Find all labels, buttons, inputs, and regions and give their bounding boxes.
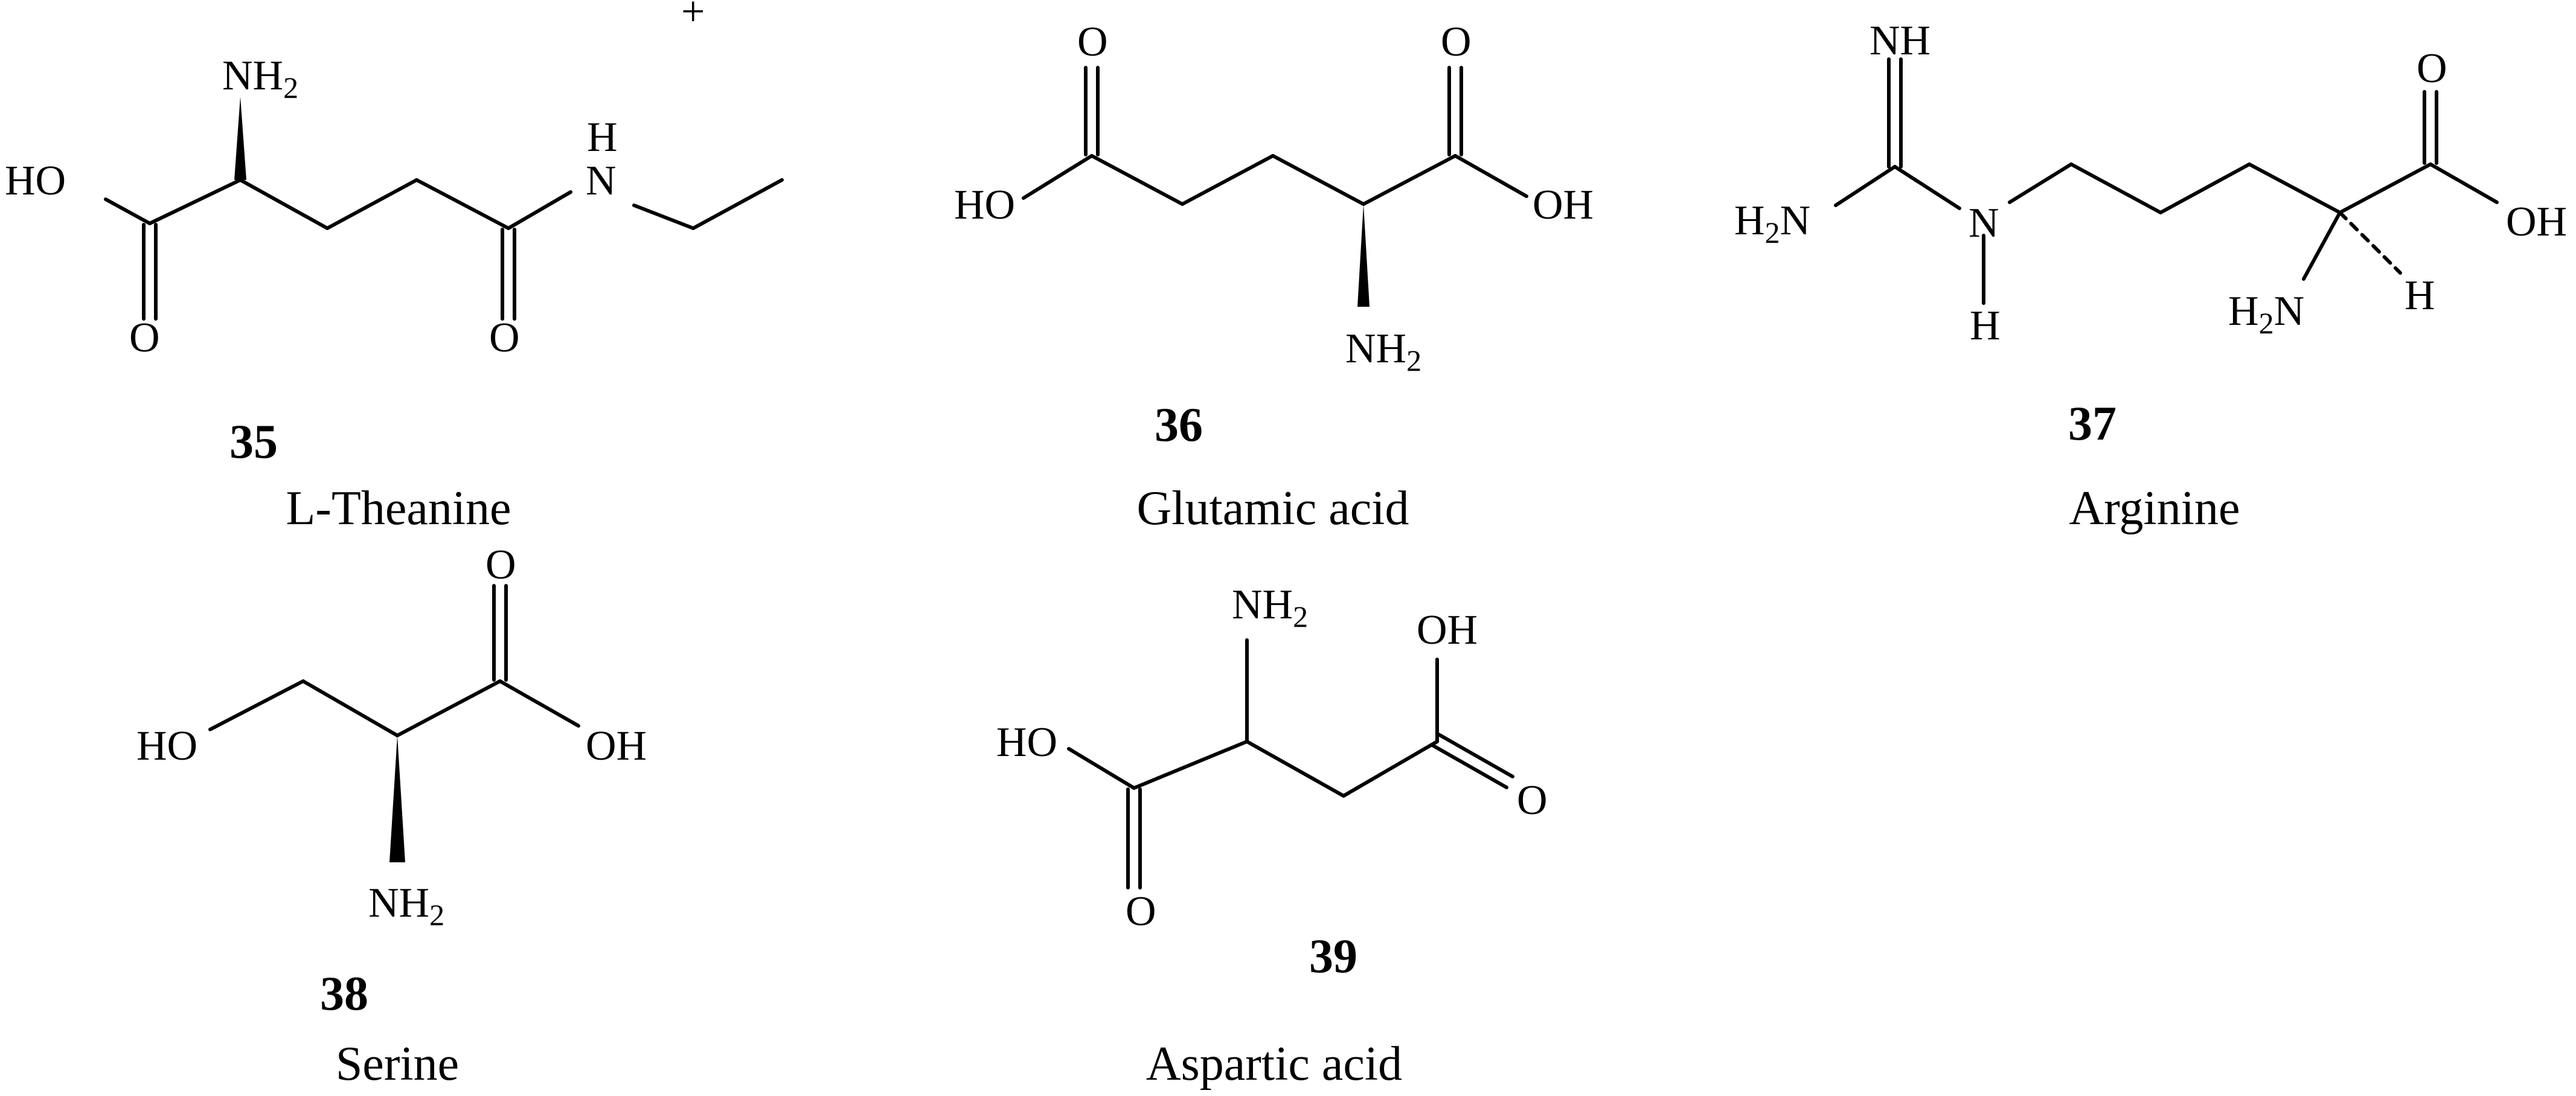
bond [507,190,572,230]
atom-label: OH [2506,199,2567,245]
bond [1834,165,1897,207]
bond [1067,747,1136,790]
bond [396,679,502,737]
atom-label: HO [954,182,1015,228]
bond [1453,154,1528,198]
bond [208,679,305,731]
atom-label: O [1441,19,1472,65]
bond [325,178,418,230]
atom-label: NH2 [222,53,298,104]
structure-35: NH2 HO O O H N + [5,0,784,361]
atom-label: O [1077,19,1108,65]
bond [1362,154,1457,206]
bond [1271,154,1365,206]
atom-label: OH [586,723,647,769]
bond [1342,740,1439,798]
bond [148,178,242,225]
compound-number: 35 [229,415,278,469]
bond [239,178,329,230]
atom-label: O [1126,888,1156,935]
bond [415,178,510,230]
atom-label: OH [1417,607,1478,653]
bond [1132,740,1249,790]
bond [301,679,399,737]
atom-label: H [2405,272,2435,319]
atom-label: OH [1533,182,1594,228]
atom-label: NH2 [368,880,444,932]
bond [2159,162,2251,214]
bond [1893,165,1961,210]
atom-label: NH2 [1232,582,1308,633]
bond [2008,162,2073,204]
wedge-bond [1357,204,1370,307]
atom-label: O [485,542,516,588]
structure-37: NH H2N N H O OH H2N H [1734,18,2567,349]
atom-label: N [1969,200,1999,246]
bond [1090,154,1184,206]
wedge-bond [389,735,405,862]
bond [2429,162,2499,204]
structure-36: HO OH O O NH2 [954,19,1594,377]
bond [1437,732,1514,778]
bond [1431,743,1508,789]
bond [2302,211,2342,281]
bond [1245,740,1345,798]
bond [1181,154,1275,206]
atom-label: O [489,315,520,361]
compound-name: Arginine [2069,482,2240,535]
bond [2069,162,2162,214]
bond [1022,154,1094,200]
bond [498,679,580,728]
atom-label: H2N [1734,197,1810,249]
structure-38: HO OH O NH2 [136,542,647,932]
atom-label: H2N [2228,288,2304,340]
compound-name: Aspartic acid [1146,1037,1402,1091]
atom-label: HO [136,723,197,769]
compound-number: 37 [2068,397,2116,450]
bond [2248,162,2342,214]
charge-label: + [681,0,705,35]
compound-name: L-Theanine [286,482,511,535]
bond [691,178,784,230]
compound-name: Glutamic acid [1137,482,1409,535]
bond [2338,162,2432,214]
bond [632,203,695,230]
wedge-bond [234,97,246,180]
compound-number: 36 [1155,399,1203,452]
atom-label: H [1970,303,2001,349]
atom-label: O [129,315,160,361]
bond [104,197,152,225]
compound-name: Serine [336,1037,459,1091]
structure-39: HO NH2 OH O O [996,582,1548,935]
atom-label: NH [1870,18,1930,64]
atom-label: O [1517,777,1548,824]
atom-label: H [587,114,618,161]
compound-number: 39 [1309,930,1357,983]
atom-label: N [586,158,617,204]
compound-number: 38 [320,967,368,1021]
atom-label: HO [5,158,66,204]
atom-label: NH2 [1345,325,1421,377]
atom-label: HO [996,719,1057,766]
hashed-bond [2338,211,2402,275]
atom-label: O [2417,45,2447,92]
